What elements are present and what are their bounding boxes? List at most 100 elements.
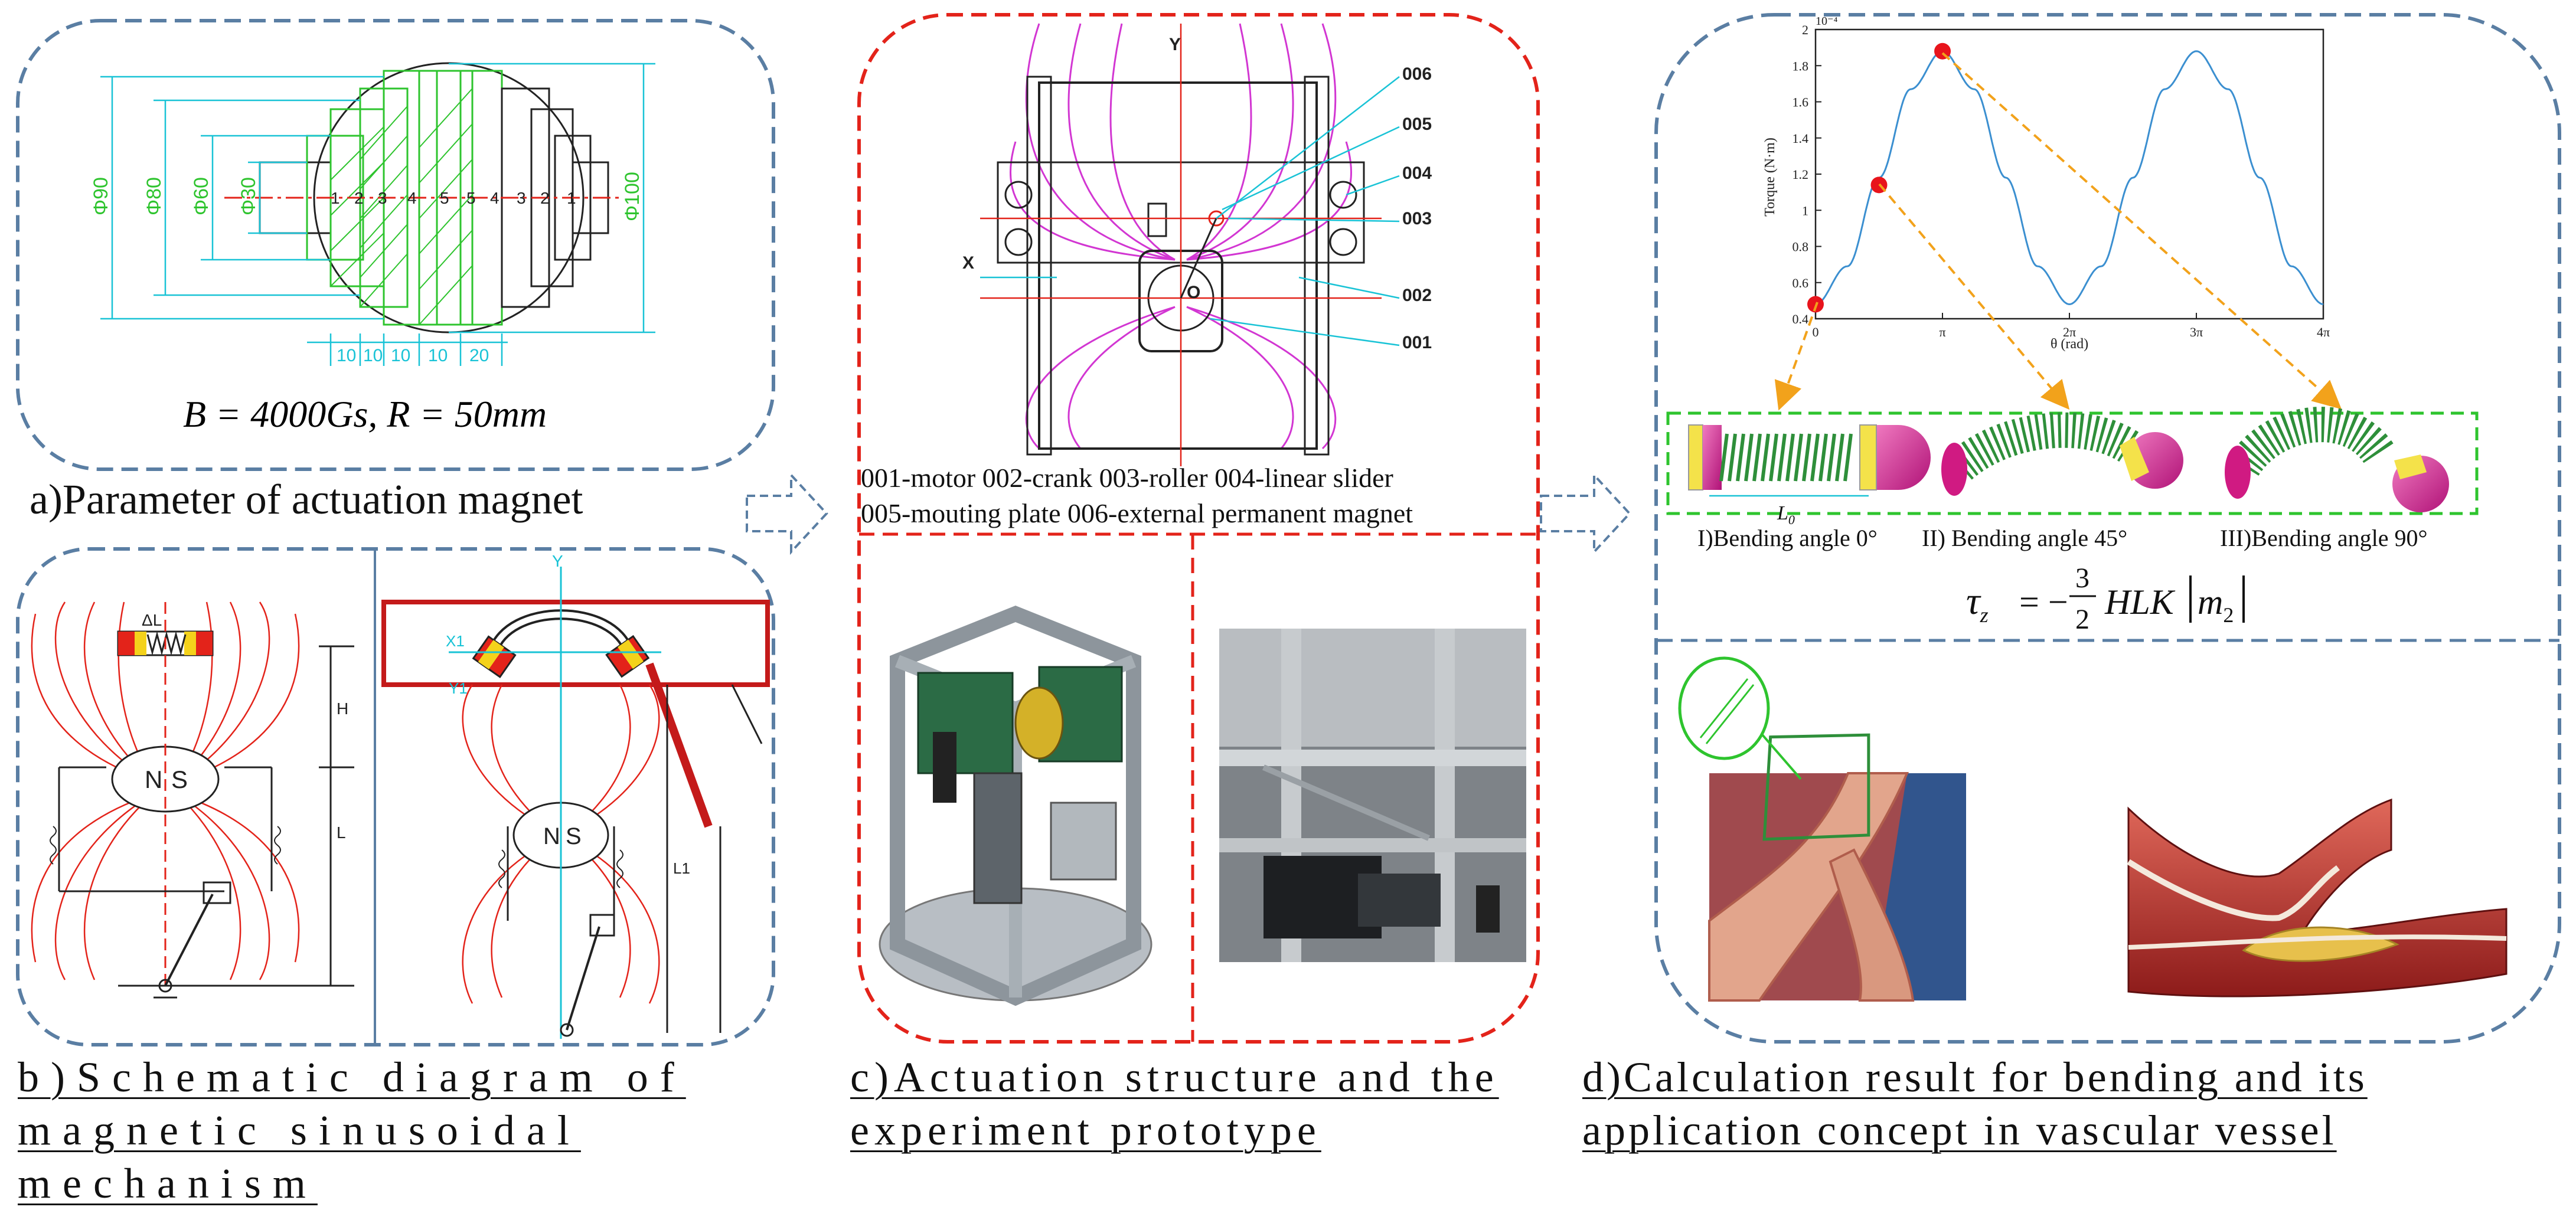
callout-002: 002 <box>1402 286 1432 305</box>
chart-y-tick-label: 1.6 <box>1793 95 1809 110</box>
chart-y-ticks: 0.40.60.811.21.41.61.82 <box>1793 22 1821 326</box>
chart-x-tick-label: 0 <box>1813 325 1819 339</box>
dim-phi100: Φ100 <box>621 172 644 221</box>
coil-turn <box>1728 433 1737 482</box>
flow-arrow-left <box>746 472 828 555</box>
svg-text:2: 2 <box>2075 604 2089 635</box>
chart-x-tick-label: 4π <box>2317 325 2330 339</box>
coil-turn <box>1785 433 1795 482</box>
svg-text:3: 3 <box>2075 563 2089 594</box>
bend-callout-arrows <box>1774 52 2342 411</box>
chart-y-tick-label: 0.4 <box>1793 312 1809 326</box>
section-num: 1 <box>567 189 576 207</box>
pole-n-right: N <box>543 823 560 849</box>
caption-d: d)Calculation result for bending and its… <box>1582 1054 2368 1154</box>
section-num: 4 <box>407 189 417 207</box>
coil-turn <box>1794 433 1803 482</box>
chart-y-tick-label: 1.4 <box>1793 131 1809 146</box>
bottom-dim: 20 <box>469 346 489 365</box>
axis-y1: Y1 <box>449 679 468 697</box>
section-num: 5 <box>440 189 449 207</box>
dim-phi80: Φ80 <box>143 177 165 215</box>
dim-phi60: Φ60 <box>190 177 213 215</box>
chart-x-tick-label: 3π <box>2190 325 2203 339</box>
section-num: 2 <box>540 189 550 207</box>
caption-c: c)Actuation structure and the experiment… <box>850 1054 1499 1154</box>
panel-b-frame <box>16 547 775 1047</box>
bottom-dim: 10 <box>337 346 356 365</box>
pole-n: N <box>145 766 162 793</box>
dim-phi30: Φ30 <box>237 177 260 215</box>
coil-turn <box>1827 433 1836 482</box>
chart-x-tick-label: 2π <box>2063 325 2076 339</box>
svg-text:HLK: HLK <box>2104 583 2176 622</box>
chart-x-axis-label: θ (rad) <box>2051 336 2088 352</box>
bottom-dim: 10 <box>363 346 383 365</box>
panel-d-frame <box>1654 13 2561 1044</box>
coil-turn <box>1810 433 1820 482</box>
dim-phi90: Φ90 <box>90 177 112 215</box>
parts-list-line1: 001-motor 002-crank 003-roller 004-linea… <box>861 463 1393 493</box>
section-num: 5 <box>466 189 476 207</box>
torque-series-line <box>1815 50 2324 306</box>
svg-text:m2: m2 <box>2198 583 2234 627</box>
caption-a: a)Parameter of actuation magnet <box>30 476 583 523</box>
magnet-formula: B = 4000Gs, R = 50mm <box>183 393 547 435</box>
panel-a-frame <box>16 19 775 471</box>
callout-006: 006 <box>1402 64 1432 84</box>
axis-x-label: X <box>962 253 974 273</box>
axis-x1: X1 <box>446 632 465 650</box>
svg-text:τz: τz <box>1966 580 1989 627</box>
chart-y-tick-label: 1.2 <box>1793 167 1809 182</box>
coil-turn <box>1843 433 1853 482</box>
chart-x-ticks: 0 π 2π 3π 4π <box>1813 313 2330 339</box>
prototype-photo <box>1219 629 1526 962</box>
section-num: 3 <box>378 189 387 207</box>
right-schematic <box>381 567 770 1039</box>
panel-c-frame <box>857 13 1540 1044</box>
dim-l: L <box>337 823 346 842</box>
length-label: L0 <box>1777 502 1795 527</box>
chart-y-multiplier: 10⁻⁴ <box>1816 15 1838 28</box>
chart-y-tick-label: 0.6 <box>1793 276 1809 290</box>
chart-plot-area <box>1814 28 2324 320</box>
axis-y-right: Y <box>552 552 563 570</box>
section-num: 3 <box>517 189 526 207</box>
chart-x-tick-label: π <box>1939 325 1945 339</box>
coil-turn <box>1818 433 1828 482</box>
bend-label-45: II) Bending angle 45° <box>1922 525 2127 551</box>
bend-label-90: III)Bending angle 90° <box>2220 525 2427 551</box>
bottom-dim: 10 <box>428 346 448 365</box>
section-num: 2 <box>354 189 364 207</box>
dim-l1: L1 <box>673 859 690 877</box>
flow-arrow-right <box>1540 472 1631 555</box>
coil-turn <box>1736 433 1745 482</box>
dim-h: H <box>337 699 348 718</box>
coil-turn <box>1752 433 1762 482</box>
callout-001: 001 <box>1402 333 1432 352</box>
robot-straight <box>1688 424 1931 497</box>
pole-s: S <box>171 766 188 793</box>
origin-label: O <box>1187 283 1200 302</box>
figure-canvas: Φ90 Φ80 Φ60 Φ30 Φ100 1 2 3 4 5 5 4 3 2 1… <box>16 13 2561 1047</box>
vessel-illustration-right <box>2127 798 2508 998</box>
robot-bent-45 <box>1941 412 2183 496</box>
coil-turn <box>1835 433 1844 482</box>
bottom-dim: 10 <box>391 346 410 365</box>
chart-y-tick-label: 1 <box>1802 203 1808 218</box>
cad-top-view <box>980 23 1400 466</box>
dim-delta-l: ΔL <box>142 611 162 629</box>
coil-turn <box>1802 433 1811 482</box>
chart-y-tick-label: 2 <box>1802 22 1808 37</box>
pole-s-right: S <box>566 823 582 849</box>
coil-turn <box>1761 433 1770 482</box>
coil-turn <box>1744 433 1754 482</box>
left-schematic <box>31 601 354 999</box>
axis-y-label: Y <box>1169 35 1181 54</box>
parts-list-line2: 005-mouting plate 006-external permanent… <box>861 498 1413 528</box>
callout-003: 003 <box>1402 209 1432 228</box>
section-num: 1 <box>331 189 340 207</box>
callout-004: 004 <box>1402 163 1432 183</box>
coil-turn <box>1719 433 1729 482</box>
chart-y-axis-label: Torque (N·m) <box>1762 138 1778 217</box>
